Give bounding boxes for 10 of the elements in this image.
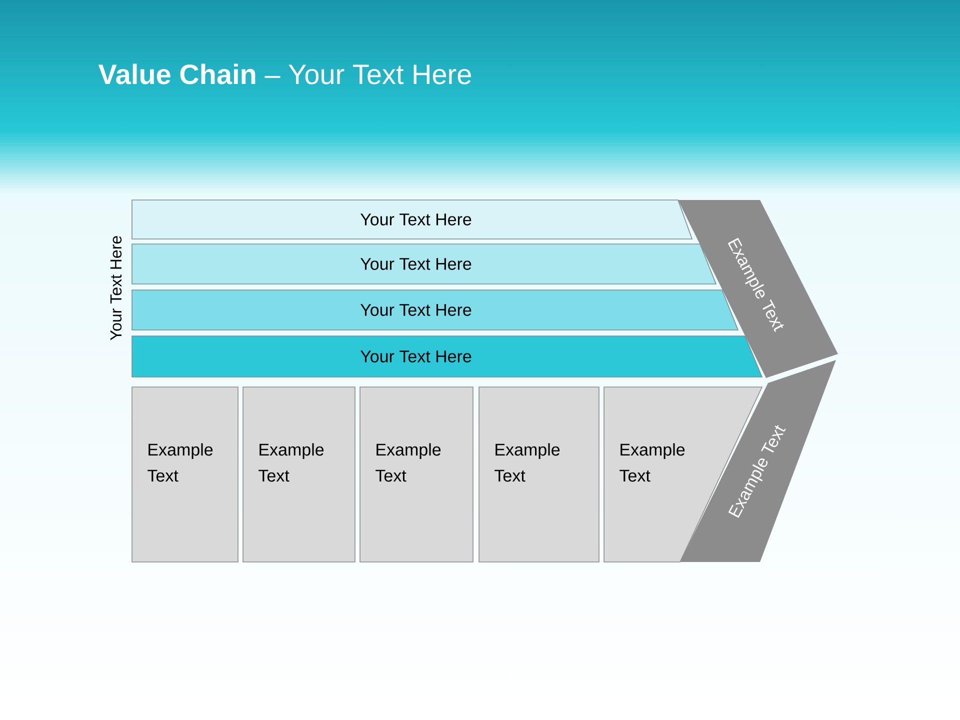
bar: Your Text Here	[132, 244, 717, 284]
text-box: Example Text	[242, 386, 356, 562]
bar: Your Text Here	[132, 200, 693, 240]
text-box: Example Text	[478, 386, 600, 562]
title: Value Chain – Your Text Here	[98, 64, 471, 84]
bar: Your Text Here	[132, 336, 763, 378]
text-box: Example Text	[132, 386, 238, 562]
side-label: Your Text Here	[110, 236, 122, 340]
text-box: Example Text	[360, 386, 474, 562]
bar: Your Text Here	[132, 290, 739, 330]
